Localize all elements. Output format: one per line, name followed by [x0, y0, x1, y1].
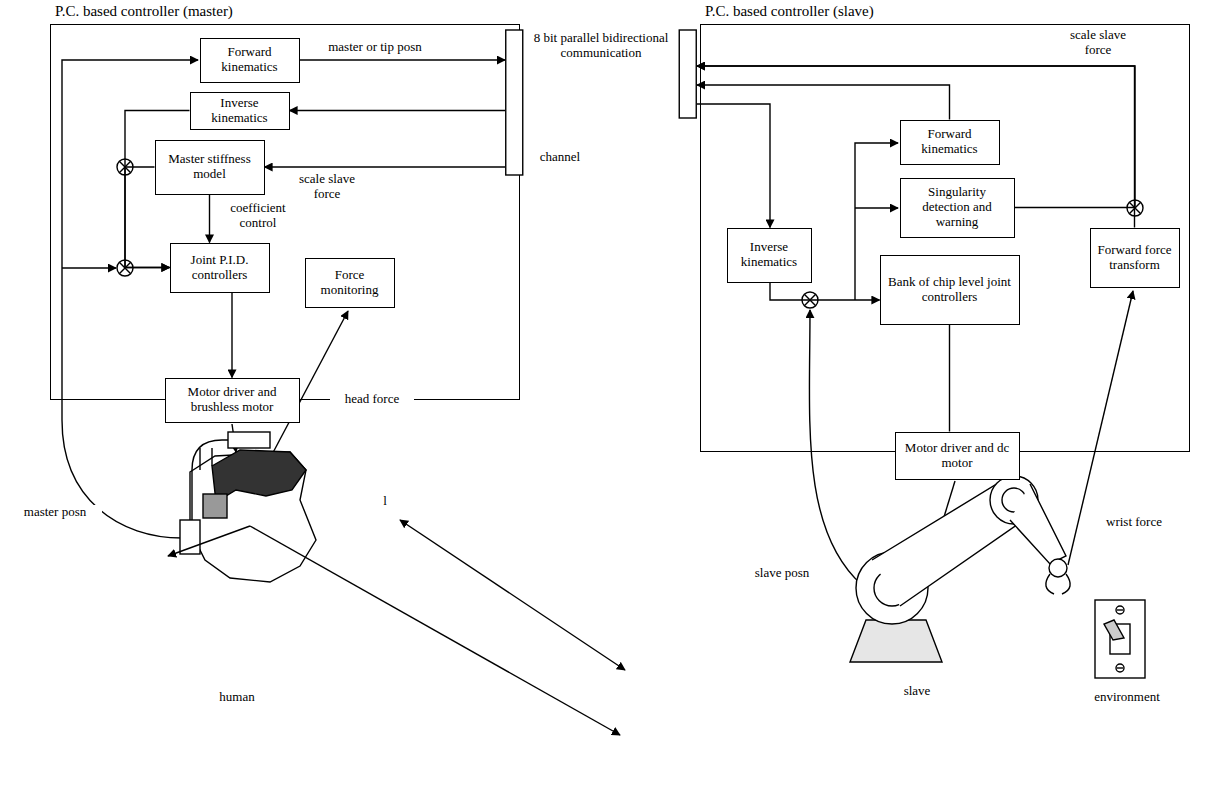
process-box: Inverse kinematics — [727, 228, 812, 283]
box-label: Motor driver and brushless motor — [171, 385, 294, 415]
connector-label: scale slave force — [1060, 28, 1136, 58]
signal-label: slave posn — [740, 566, 824, 581]
robot-arm — [850, 476, 1070, 662]
master-position-line — [62, 60, 198, 538]
signal-label: slave — [890, 684, 944, 699]
box-label: Motor driver and dc motor — [901, 441, 1014, 471]
signal-connector — [209, 195, 210, 243]
process-box: Force monitoring — [305, 258, 395, 308]
process-box: Forward kinematics — [200, 38, 300, 83]
head-axis-arrow — [168, 526, 250, 556]
panel-title: P.C. based controller (slave) — [705, 3, 874, 20]
signal-label: head force — [330, 392, 414, 407]
signal-label: channel — [528, 150, 592, 165]
box-label: Forward force transform — [1096, 243, 1174, 273]
slave-position-line — [809, 310, 862, 585]
process-box: Bank of chip level joint controllers — [880, 255, 1020, 325]
process-box: Motor driver and dc motor — [895, 432, 1020, 480]
box-label: Bank of chip level joint controllers — [886, 275, 1014, 305]
process-box: Forward kinematics — [900, 120, 1000, 165]
process-box: Forward force transform — [1090, 228, 1180, 288]
signal-connector — [770, 283, 880, 301]
signal-label: environment — [1075, 690, 1179, 705]
channel-port — [506, 30, 523, 175]
length-dimension — [400, 520, 625, 670]
box-label: Forward kinematics — [906, 127, 994, 157]
process-box: Inverse kinematics — [190, 92, 290, 130]
box-label: Inverse kinematics — [733, 240, 806, 270]
position-feedback-line — [855, 207, 898, 208]
channel-port — [679, 30, 696, 118]
box-label: Singularity detection and warning — [906, 185, 1009, 230]
process-box: Joint P.I.D. controllers — [170, 243, 270, 293]
box-label: Joint P.I.D. controllers — [176, 253, 264, 283]
connector-label: coefficient control — [214, 201, 302, 231]
process-box: Master stiffness model — [155, 140, 265, 195]
process-box: Motor driver and brushless motor — [165, 378, 300, 423]
signal-label: l — [376, 494, 394, 509]
box-label: Inverse kinematics — [196, 96, 284, 126]
signal-label: human — [205, 690, 269, 705]
signal-connector — [231, 293, 232, 378]
master-position-branch — [62, 267, 116, 268]
signal-connector — [265, 166, 506, 167]
signal-label: wrist force — [1092, 515, 1176, 530]
box-label: Master stiffness model — [161, 152, 259, 182]
connector-label: scale slave force — [290, 172, 364, 202]
signal-connector — [300, 59, 506, 60]
connector-label: master or tip posn — [308, 40, 442, 55]
signal-connector — [290, 110, 506, 111]
human-head — [180, 432, 316, 582]
box-label: Force monitoring — [311, 268, 389, 298]
box-label: 8 bit parallel bidirectional communicati… — [529, 31, 673, 61]
signal-label: master posn — [8, 505, 102, 520]
signal-connector — [949, 325, 950, 432]
controller-panel: P.C. based controller (slave)Forward kin… — [700, 24, 1190, 452]
light-switch — [1095, 600, 1145, 678]
process-box: Singularity detection and warning — [900, 178, 1015, 238]
panel-title: P.C. based controller (master) — [55, 3, 233, 20]
signal-connector — [697, 85, 950, 120]
box-label: Forward kinematics — [206, 45, 294, 75]
signal-connector — [697, 104, 770, 228]
